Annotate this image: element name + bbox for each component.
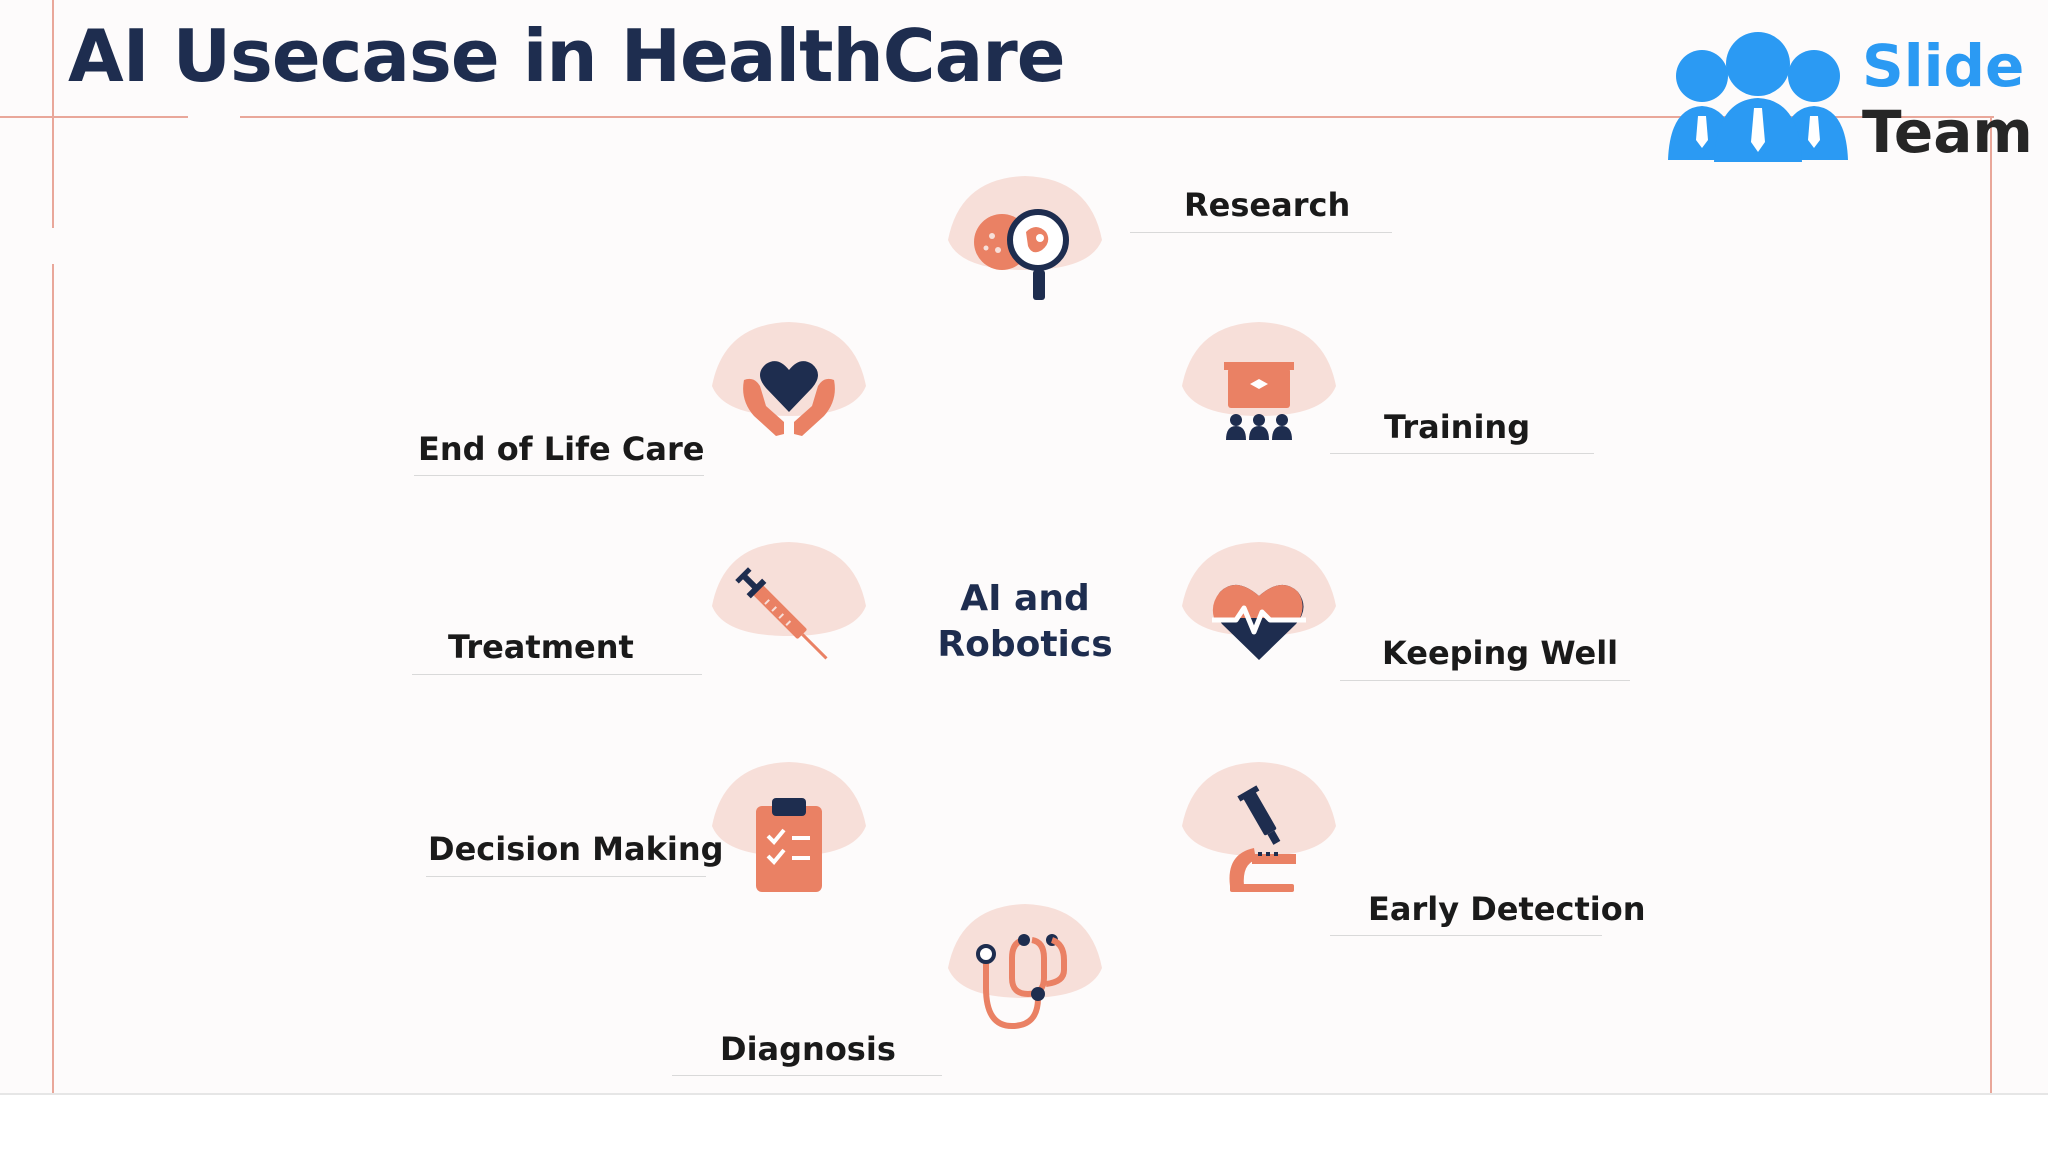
slide-title: AI Usecase in HealthCare [68,14,1066,98]
keeping-well-disc [1174,536,1344,706]
presentation-audience-icon [1182,322,1336,440]
hands-heart-icon [712,322,866,436]
treatment-disc [704,536,874,706]
microscope-icon [1182,762,1336,892]
frame-line-right [1990,118,1992,1094]
syringe-icon [712,542,866,660]
microscope-magnifier-icon [948,176,1102,300]
decision-making-underline [426,876,706,877]
research-underline [1130,232,1392,233]
heartbeat-icon [1182,542,1336,660]
usecase-label-diagnosis: Diagnosis [720,1030,896,1068]
frame-line-left [52,0,54,1094]
keeping-well-underline [1340,680,1630,681]
center-title: AI and Robotics [920,576,1130,668]
center-title-line1: AI and [960,578,1090,619]
treatment-underline [412,674,702,675]
center-title-line2: Robotics [937,624,1113,665]
decision-making-disc [704,756,874,926]
end-of-life-care-underline [414,475,704,476]
frame-line-bottom [0,1093,2048,1095]
stethoscope-icon [948,904,1102,1030]
usecase-label-treatment: Treatment [448,628,634,666]
usecase-label-decision-making: Decision Making [428,830,724,868]
logo-word-team: Team [1862,98,2033,166]
usecase-label-keeping-well: Keeping Well [1382,634,1619,672]
frame-line-top [0,116,1994,118]
team-people-icon [1668,32,1848,162]
clipboard-checklist-icon [712,762,866,892]
diagnosis-underline [672,1075,942,1076]
logo-word-slide: Slide [1862,32,2025,100]
usecase-label-early-detection: Early Detection [1368,890,1646,928]
slideteam-logo: Slide Team [1664,28,2033,168]
training-disc [1174,316,1344,486]
research-disc [940,170,1110,340]
frame-line-left-gap [46,228,60,264]
training-underline [1330,453,1594,454]
usecase-label-end-of-life-care: End of Life Care [418,430,705,468]
bottom-band [0,1095,2048,1152]
early-detection-underline [1330,935,1602,936]
usecase-label-training: Training [1384,408,1531,446]
diagnosis-disc [940,898,1110,1068]
usecase-label-research: Research [1184,186,1351,224]
early-detection-disc [1174,756,1344,926]
frame-gap [188,110,240,124]
end-of-life-care-disc [704,316,874,486]
